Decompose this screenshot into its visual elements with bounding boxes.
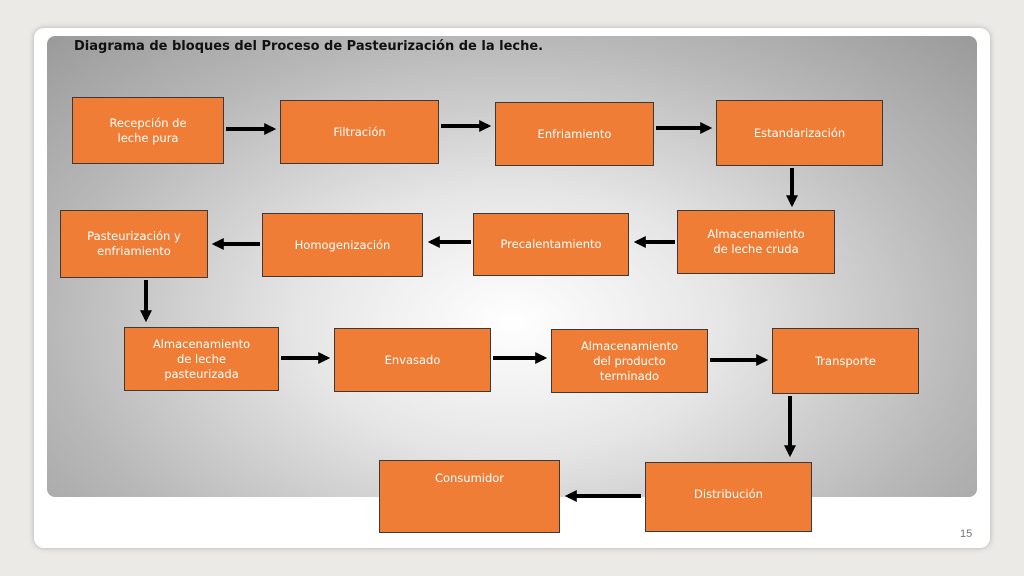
box-almacenamiento-pasteurizada: Almacenamiento de leche pasteurizada [124,327,279,391]
box-distribucion: Distribución [645,462,812,532]
box-recepcion: Recepción de leche pura [72,97,224,164]
page-number: 15 [960,528,973,540]
box-transporte: Transporte [772,328,919,394]
box-enfriamiento: Enfriamiento [495,102,654,166]
box-pasteurizacion: Pasteurización y enfriamiento [60,210,208,278]
box-almacenamiento-terminado: Almacenamiento del producto terminado [551,329,708,393]
box-almacenamiento-cruda: Almacenamiento de leche cruda [677,210,835,274]
box-estandarizacion: Estandarización [716,100,883,166]
box-envasado: Envasado [334,328,491,392]
diagram-title: Diagrama de bloques del Proceso de Paste… [74,39,544,54]
box-filtracion: Filtración [280,100,439,164]
box-homogenizacion: Homogenización [262,213,423,277]
box-consumidor: Consumidor [379,460,560,533]
box-precalentamiento: Precalentamiento [473,213,629,276]
